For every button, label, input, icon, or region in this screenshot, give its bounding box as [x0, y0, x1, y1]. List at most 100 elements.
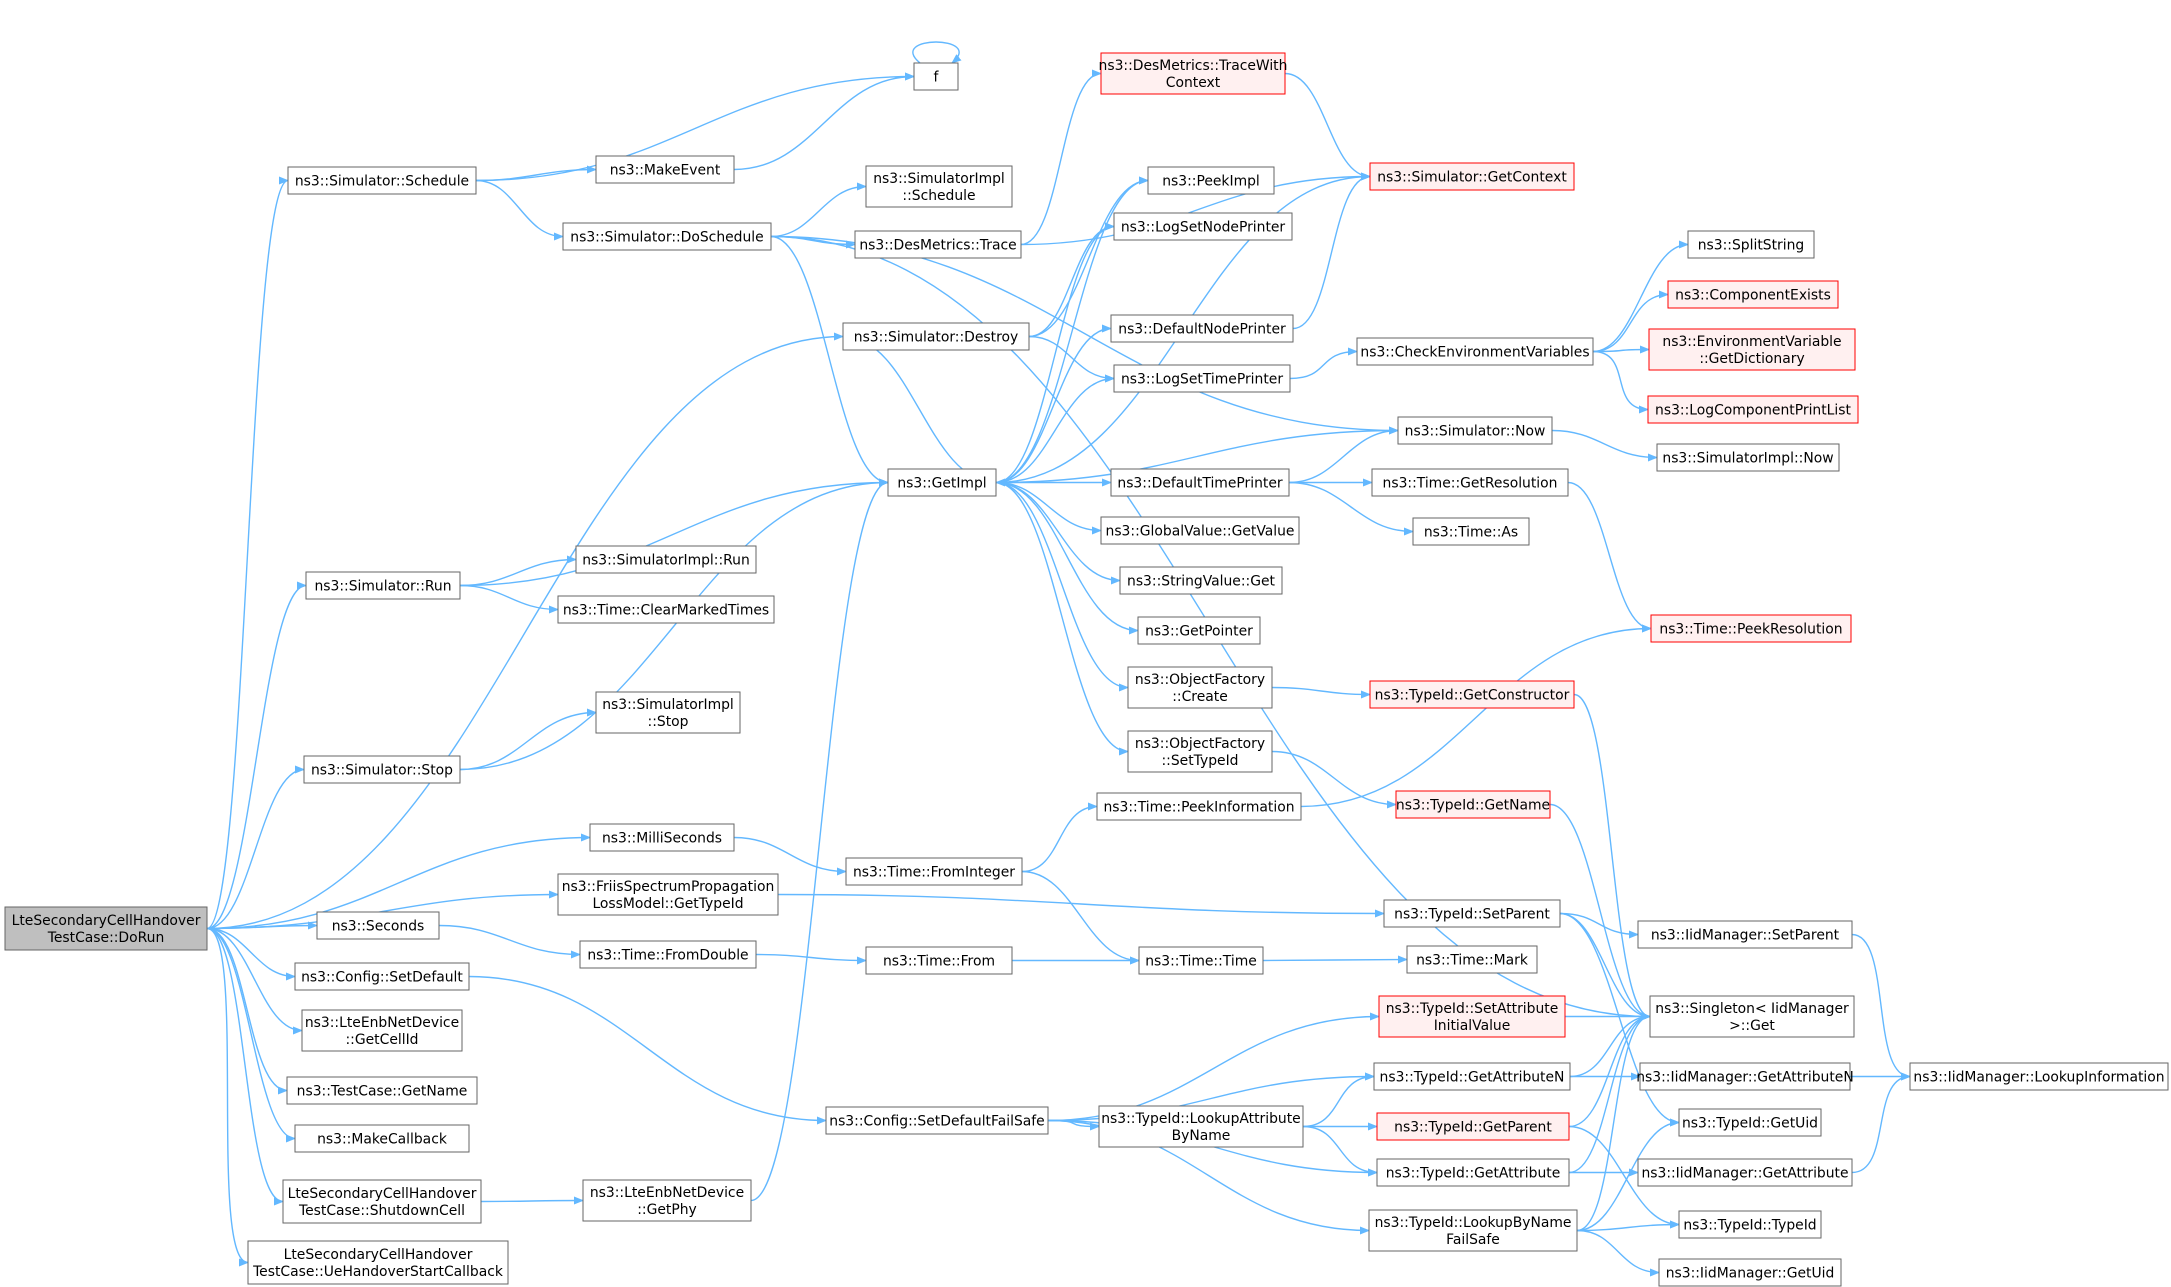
node-clearmarked[interactable]: ns3::Time::ClearMarkedTimes [557, 595, 775, 624]
node-schedule[interactable]: ns3::Simulator::Schedule [287, 166, 477, 195]
node-label: f [934, 70, 940, 86]
node-label: InitialValue [1434, 1018, 1511, 1034]
node-box [1368, 1209, 1578, 1252]
node-destroy[interactable]: ns3::Simulator::Destroy [842, 322, 1030, 351]
node-box [1687, 230, 1815, 259]
node-trace[interactable]: ns3::DesMetrics::Trace [854, 230, 1022, 259]
node-box [1356, 337, 1594, 366]
node-label: ns3::DesMetrics::Trace [859, 238, 1016, 254]
node-peekinfo[interactable]: ns3::Time::PeekInformation [1096, 792, 1302, 821]
node-typeidtypeid[interactable]: ns3::TypeId::TypeId [1678, 1210, 1822, 1239]
node-checkenv[interactable]: ns3::CheckEnvironmentVariables [1356, 337, 1594, 366]
edge-logtimeprinter-to-checkenv [1289, 347, 1358, 380]
node-compexists[interactable]: ns3::ComponentExists [1667, 280, 1839, 309]
node-getattrn[interactable]: ns3::TypeId::GetAttributeN [1373, 1062, 1571, 1091]
node-timemark[interactable]: ns3::Time::Mark [1406, 945, 1538, 974]
edge-getimpl-to-getpointer [995, 481, 1139, 635]
edge-getimpl-to-ofcreate [995, 481, 1129, 692]
node-getcellid[interactable]: ns3::LteEnbNetDevice::GetCellId [301, 1009, 463, 1052]
node-label: ByName [1172, 1128, 1231, 1144]
node-getconstructor[interactable]: ns3::TypeId::GetConstructor [1369, 680, 1575, 709]
node-logcomplist[interactable]: ns3::LogComponentPrintList [1647, 395, 1859, 424]
node-getimpl[interactable]: ns3::GetImpl [887, 468, 997, 497]
node-getresolution[interactable]: ns3::Time::GetResolution [1371, 468, 1569, 497]
node-testgetname[interactable]: ns3::TestCase::GetName [286, 1076, 478, 1105]
node-label: ns3::LogComponentPrintList [1655, 403, 1851, 419]
node-label: ns3::LteEnbNetDevice [590, 1185, 744, 1201]
node-splitstring[interactable]: ns3::SplitString [1687, 230, 1815, 259]
node-label: ns3::CheckEnvironmentVariables [1360, 345, 1589, 361]
node-envdict[interactable]: ns3::EnvironmentVariable::GetDictionary [1648, 328, 1856, 371]
node-box [1137, 616, 1261, 645]
node-globalget[interactable]: ns3::GlobalValue::GetValue [1100, 516, 1300, 545]
node-getparent[interactable]: ns3::TypeId::GetParent [1376, 1112, 1570, 1141]
node-implstop[interactable]: ns3::SimulatorImpl::Stop [595, 691, 741, 734]
node-deftimeprinter[interactable]: ns3::DefaultTimePrinter [1110, 468, 1290, 497]
node-label: ns3::LteEnbNetDevice [305, 1015, 459, 1031]
node-implschedule[interactable]: ns3::SimulatorImpl::Schedule [865, 165, 1013, 208]
node-iidsetparent[interactable]: ns3::IidManager::SetParent [1637, 920, 1853, 949]
node-peekresolution[interactable]: ns3::Time::PeekResolution [1650, 614, 1852, 643]
edge-getattr-to-singleton [1568, 1012, 1651, 1174]
node-box [247, 1240, 509, 1285]
node-implrun[interactable]: ns3::SimulatorImpl::Run [575, 545, 757, 574]
edge-checkenv-to-compexists [1592, 290, 1669, 353]
node-lognodeprinter[interactable]: ns3::LogSetNodePrinter [1113, 212, 1293, 241]
node-implnow[interactable]: ns3::SimulatorImpl::Now [1656, 443, 1840, 472]
node-friis[interactable]: ns3::FriisSpectrumPropagationLossModel::… [557, 873, 779, 916]
node-setdefault[interactable]: ns3::Config::SetDefault [294, 962, 470, 991]
node-box [1369, 162, 1575, 191]
node-makeevent[interactable]: ns3::MakeEvent [595, 155, 735, 184]
node-millis[interactable]: ns3::MilliSeconds [589, 823, 735, 852]
node-box [1383, 899, 1561, 928]
edge-lookupbyname-to-typeidtypeid [1576, 1220, 1680, 1232]
node-box [1369, 680, 1575, 709]
node-ofcreate[interactable]: ns3::ObjectFactory::Create [1127, 666, 1273, 709]
node-f[interactable]: f [913, 62, 959, 91]
node-stop[interactable]: ns3::Simulator::Stop [303, 755, 461, 784]
node-label: >::Get [1729, 1018, 1775, 1034]
node-simnow[interactable]: ns3::Simulator::Now [1397, 416, 1553, 445]
node-getuid[interactable]: ns3::TypeId::GetUid [1678, 1108, 1822, 1137]
node-iidgetattrn[interactable]: ns3::IidManager::GetAttributeN [1636, 1062, 1854, 1091]
node-shutdown[interactable]: LteSecondaryCellHandoverTestCase::Shutdo… [282, 1179, 482, 1224]
node-getphy[interactable]: ns3::LteEnbNetDevice::GetPhy [582, 1179, 752, 1222]
node-fromdouble[interactable]: ns3::Time::FromDouble [579, 940, 757, 969]
node-iidgetuid[interactable]: ns3::IidManager::GetUid [1658, 1258, 1842, 1287]
node-label: ns3::Time::PeekInformation [1103, 800, 1294, 816]
node-iidgetattr[interactable]: ns3::IidManager::GetAttribute [1637, 1158, 1853, 1187]
node-frominteger[interactable]: ns3::Time::FromInteger [845, 857, 1023, 886]
node-singleton[interactable]: ns3::Singleton< IidManager>::Get [1649, 995, 1855, 1038]
node-label: ns3::SimulatorImpl::Now [1662, 451, 1833, 467]
node-setdefaultfs[interactable]: ns3::Config::SetDefaultFailSafe [825, 1106, 1049, 1135]
node-lookupinfo[interactable]: ns3::IidManager::LookupInformation [1909, 1062, 2169, 1091]
node-timetime[interactable]: ns3::Time::Time [1138, 946, 1264, 975]
node-getcontext[interactable]: ns3::Simulator::GetContext [1369, 162, 1575, 191]
node-defnodeprinter[interactable]: ns3::DefaultNodePrinter [1110, 314, 1294, 343]
node-seconds[interactable]: ns3::Seconds [316, 911, 440, 940]
node-getattr[interactable]: ns3::TypeId::GetAttribute [1376, 1158, 1570, 1187]
node-uehandover[interactable]: LteSecondaryCellHandoverTestCase::UeHand… [247, 1240, 509, 1285]
node-timefrom[interactable]: ns3::Time::From [865, 946, 1013, 975]
node-ofsettypeid[interactable]: ns3::ObjectFactory::SetTypeId [1127, 730, 1273, 773]
node-stringget[interactable]: ns3::StringValue::Get [1119, 566, 1283, 595]
node-makecallback[interactable]: ns3::MakeCallback [294, 1124, 470, 1153]
node-setparent[interactable]: ns3::TypeId::SetParent [1383, 899, 1561, 928]
node-label: ::GetDictionary [1699, 351, 1804, 367]
edge-peekinfo-to-peekresolution [1300, 624, 1652, 808]
node-run[interactable]: ns3::Simulator::Run [305, 571, 461, 600]
node-getpointer[interactable]: ns3::GetPointer [1137, 616, 1261, 645]
node-doschedule[interactable]: ns3::Simulator::DoSchedule [562, 222, 772, 251]
edge-setdefaultfs-to-setattrinit [1047, 1012, 1380, 1122]
node-timeas[interactable]: ns3::Time::As [1412, 517, 1530, 546]
node-box [562, 222, 772, 251]
node-logtimeprinter[interactable]: ns3::LogSetTimePrinter [1113, 364, 1291, 393]
node-getname[interactable]: ns3::TypeId::GetName [1395, 790, 1551, 819]
node-peekimpl[interactable]: ns3::PeekImpl [1147, 166, 1275, 195]
node-label: LteSecondaryCellHandover [284, 1247, 473, 1263]
